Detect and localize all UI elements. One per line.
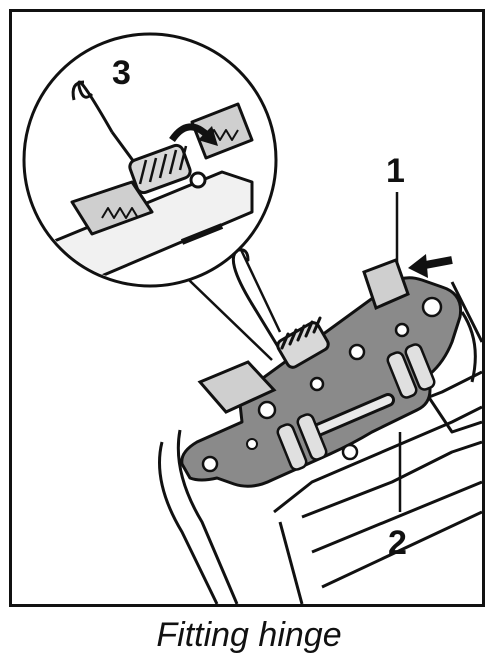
hinge-plate [180,258,463,488]
rotation-arrow [169,123,211,143]
hinge-illustration: 3 1 2 [22,32,482,604]
insertion-arrow [408,254,453,278]
callout-3: 3 [112,54,131,92]
detail-magnifier [22,32,278,288]
callout-2: 2 [388,524,407,562]
hinge-tab-right [362,258,410,311]
figure-frame: 3 1 2 [9,9,485,607]
figure-caption: Fitting hinge [156,616,342,654]
callout-1: 1 [386,152,405,190]
hinge-tab-left [197,360,277,414]
hinge-spring [231,248,330,369]
